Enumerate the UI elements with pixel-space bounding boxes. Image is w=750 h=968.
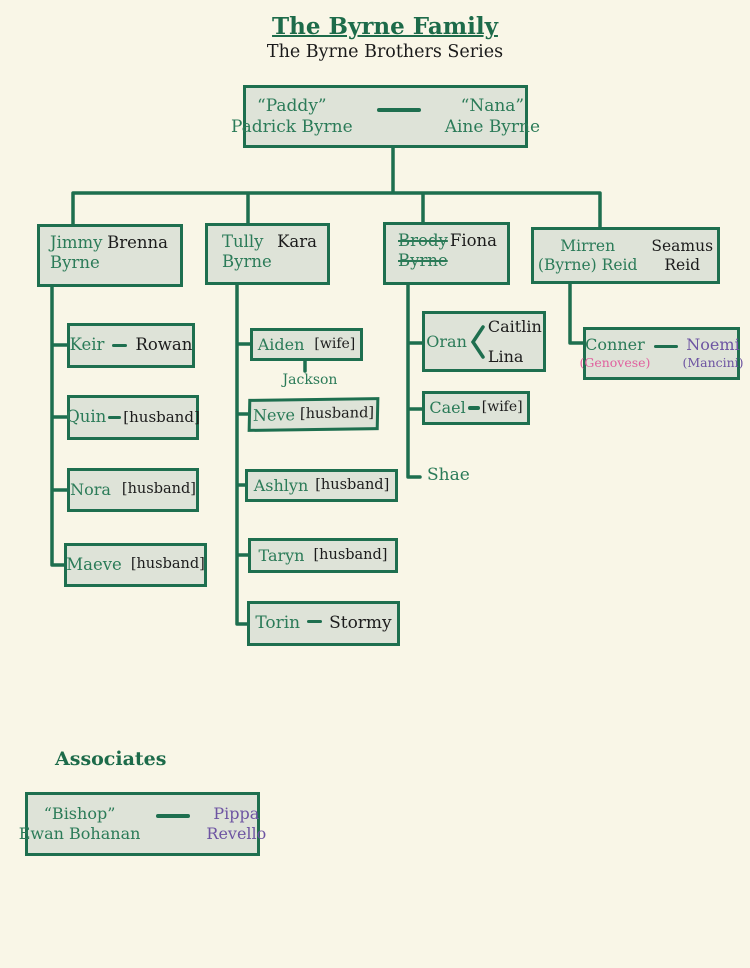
cael-name: Cael bbox=[429, 398, 466, 418]
tully-spouse: Kara bbox=[277, 232, 317, 251]
marriage-line bbox=[654, 344, 679, 349]
child-shae: Shae bbox=[427, 465, 470, 485]
family-box-mirren: Mirren (Byrne) Reid Seamus Reid bbox=[531, 227, 720, 284]
family-box-jimmy: Jimmy Byrne Brenna bbox=[37, 224, 183, 287]
page-subtitle: The Byrne Brothers Series bbox=[266, 42, 504, 62]
oran-partner-bottom: Lina bbox=[487, 346, 524, 366]
child-box-aiden: Aiden [wife] bbox=[250, 328, 363, 361]
bishop-partner: Pippa Revello bbox=[206, 804, 266, 843]
cael-spouse: [wife] bbox=[481, 399, 523, 416]
aiden-spouse: [wife] bbox=[314, 335, 356, 352]
root-couple-box: “Paddy” Padrick Byrne “Nana” Aine Byrne bbox=[231, 85, 540, 148]
child-box-cael: Cael [wife] bbox=[422, 391, 530, 425]
ashlyn-spouse: [husband] bbox=[315, 476, 390, 493]
child-box-nora: Nora [husband] bbox=[67, 468, 199, 512]
quin-name: Quin bbox=[66, 407, 107, 427]
root-right-person: “Nana” Aine Byrne bbox=[445, 96, 540, 137]
root-left-name: Padrick Byrne bbox=[230, 116, 353, 137]
mirren-spouse: Seamus Reid bbox=[651, 237, 713, 275]
torin-name: Torin bbox=[255, 613, 301, 634]
taryn-spouse: [husband] bbox=[313, 546, 388, 563]
neve-name: Neve bbox=[252, 404, 296, 425]
marriage-line bbox=[112, 343, 128, 348]
keir-spouse: Rowan bbox=[135, 335, 193, 355]
marriage-line bbox=[467, 406, 480, 410]
brody-spouse: Fiona bbox=[449, 231, 497, 250]
connector-jimmy-children bbox=[50, 285, 69, 567]
jimmy-name-line2: Byrne bbox=[50, 253, 100, 273]
torin-spouse: Stormy bbox=[329, 613, 392, 634]
mirren-name-line1: Mirren bbox=[560, 236, 616, 255]
conner-maiden-name: (Genovese) bbox=[579, 354, 651, 370]
jimmy-spouse: Brenna bbox=[107, 233, 168, 252]
partner-bracket-icon bbox=[470, 324, 485, 359]
root-right-nickname: “Nana” bbox=[460, 95, 525, 116]
conner-spouse: Noemi bbox=[686, 335, 740, 355]
child-box-maeve: Maeve [husband] bbox=[64, 543, 207, 587]
bishop-name: Ewan Bohanan bbox=[18, 824, 141, 843]
marriage-line bbox=[108, 415, 122, 420]
neve-spouse: [husband] bbox=[299, 404, 375, 422]
nora-name: Nora bbox=[70, 480, 111, 500]
partner-line bbox=[156, 814, 191, 818]
mirren-name-line2: (Byrne) Reid bbox=[537, 255, 638, 274]
aiden-name: Aiden bbox=[257, 334, 305, 354]
mirren-spouse-line2: Reid bbox=[664, 255, 701, 274]
family-box-tully: Tully Byrne Kara bbox=[205, 223, 330, 285]
connector-brody-children bbox=[406, 283, 424, 479]
connector-mirren-children bbox=[568, 282, 585, 345]
marriage-line bbox=[307, 619, 323, 624]
bishop-partner-line2: Revello bbox=[206, 824, 267, 843]
ashlyn-name: Ashlyn bbox=[253, 475, 309, 495]
oran-partners: Caitlin Lina bbox=[488, 317, 542, 367]
oran-partner-top: Caitlin bbox=[487, 316, 542, 336]
grandchild-jackson: Jackson bbox=[282, 372, 338, 388]
root-left-nickname: “Paddy” bbox=[257, 95, 327, 116]
tully-name-line1: Tully bbox=[222, 232, 264, 251]
conner-spouse-maiden-name: (Mancini) bbox=[682, 354, 744, 370]
root-left-person: “Paddy” Padrick Byrne bbox=[231, 96, 353, 137]
child-box-conner: Conner (Genovese) Noemi (Mancini) bbox=[579, 327, 744, 380]
child-box-neve: Neve [husband] bbox=[247, 397, 380, 432]
tully-name: Tully Byrne bbox=[222, 232, 272, 272]
quin-spouse: [husband] bbox=[123, 408, 200, 427]
maeve-spouse: [husband] bbox=[130, 556, 205, 573]
bishop-nickname: “Bishop” bbox=[43, 804, 116, 824]
marriage-line bbox=[376, 107, 421, 112]
conner-person: Conner (Genovese) bbox=[579, 335, 651, 371]
page-title: The Byrne Family bbox=[272, 13, 498, 40]
mirren-spouse-line1: Seamus bbox=[651, 236, 714, 255]
child-box-keir: Keir Rowan bbox=[67, 323, 195, 368]
associates-heading: Associates bbox=[55, 748, 167, 770]
child-box-taryn: Taryn [husband] bbox=[248, 538, 398, 573]
brody-name-deceased: Brody Byrne bbox=[398, 231, 448, 271]
bishop-person: “Bishop” Ewan Bohanan bbox=[19, 804, 141, 843]
conner-spouse-person: Noemi (Mancini) bbox=[682, 335, 744, 371]
mirren-name: Mirren (Byrne) Reid bbox=[538, 237, 637, 275]
family-box-brody: Brody Byrne Fiona bbox=[383, 222, 510, 285]
maeve-name: Maeve bbox=[66, 554, 122, 574]
child-box-oran: Oran Caitlin Lina bbox=[422, 311, 546, 372]
child-box-quin: Quin [husband] bbox=[66, 395, 200, 440]
tully-name-line2: Byrne bbox=[222, 252, 272, 272]
child-box-ashlyn: Ashlyn [husband] bbox=[245, 469, 398, 502]
root-right-name: Aine Byrne bbox=[444, 116, 541, 137]
child-box-torin: Torin Stormy bbox=[247, 601, 400, 646]
bishop-partner-line1: Pippa bbox=[213, 804, 260, 824]
brody-name-line1: Brody bbox=[398, 231, 448, 250]
nora-spouse: [husband] bbox=[121, 481, 196, 498]
oran-name: Oran bbox=[426, 331, 467, 351]
jimmy-name-line1: Jimmy bbox=[50, 233, 103, 252]
conner-name: Conner bbox=[585, 335, 645, 355]
connector-tully-children bbox=[235, 283, 252, 626]
brody-name-line2: Byrne bbox=[398, 251, 448, 271]
jimmy-name: Jimmy Byrne bbox=[50, 233, 103, 273]
taryn-name: Taryn bbox=[258, 545, 305, 565]
keir-name: Keir bbox=[69, 335, 105, 355]
connector-root-to-gen2 bbox=[71, 146, 602, 229]
associates-box-bishop: “Bishop” Ewan Bohanan Pippa Revello bbox=[19, 792, 266, 856]
